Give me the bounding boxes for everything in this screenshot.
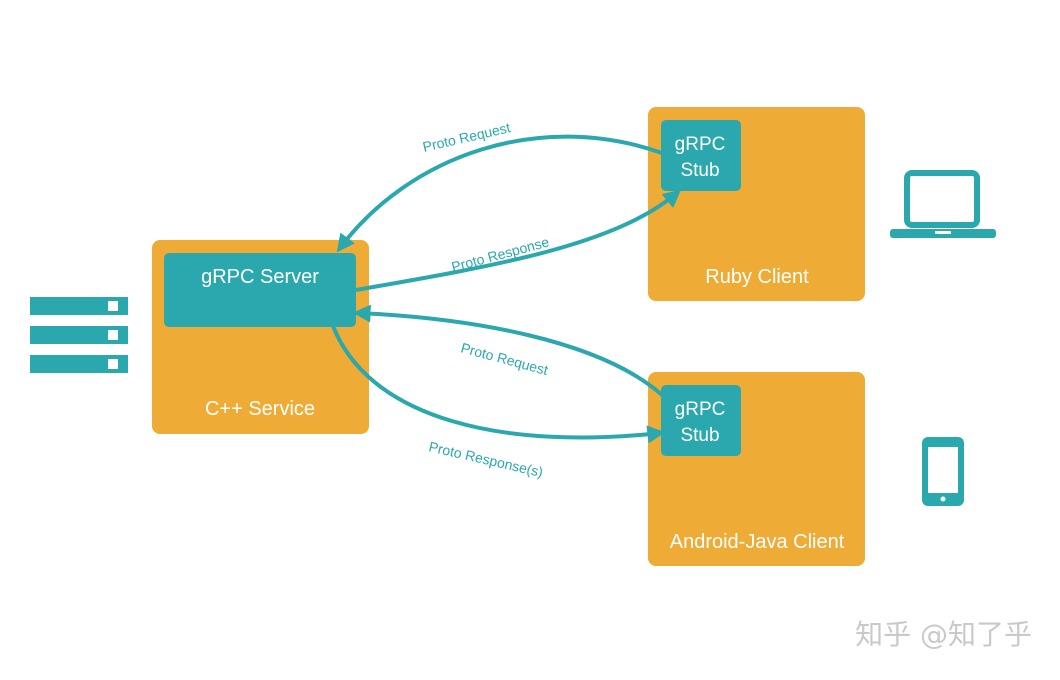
android-request-arrow [352,304,664,397]
grpc-server-box [164,253,356,327]
server-rack-icon [30,297,128,373]
ruby-request-arrow [336,134,663,253]
cpp-service-label: C++ Service [205,398,315,420]
ruby-client-box: gRPC Stub Ruby Client [648,107,865,301]
android-request-label: Proto Request [459,339,550,378]
ruby-client-label: Ruby Client [705,266,809,288]
android-grpc-stub-box [661,385,741,456]
android-stub-label-line2: Stub [680,425,719,446]
watermark-text: 知乎 @知了乎 [855,618,1032,651]
android-stub-label-line1: gRPC [675,399,726,420]
ruby-stub-label-line1: gRPC [675,134,726,155]
laptop-icon [890,170,996,238]
smartphone-icon [922,437,964,506]
grpc-server-label: gRPC Server [201,266,319,288]
ruby-response-arrow [355,189,682,292]
ruby-grpc-stub-box [661,120,741,191]
ruby-request-label: Proto Request [421,119,512,155]
android-client-box: gRPC Stub Android-Java Client [648,372,865,566]
cpp-service-box: gRPC Server C++ Service [152,240,369,434]
android-client-label: Android-Java Client [670,531,845,553]
android-response-label: Proto Response(s) [427,438,544,480]
android-response-arrow [331,325,666,444]
ruby-stub-label-line2: Stub [680,160,719,181]
